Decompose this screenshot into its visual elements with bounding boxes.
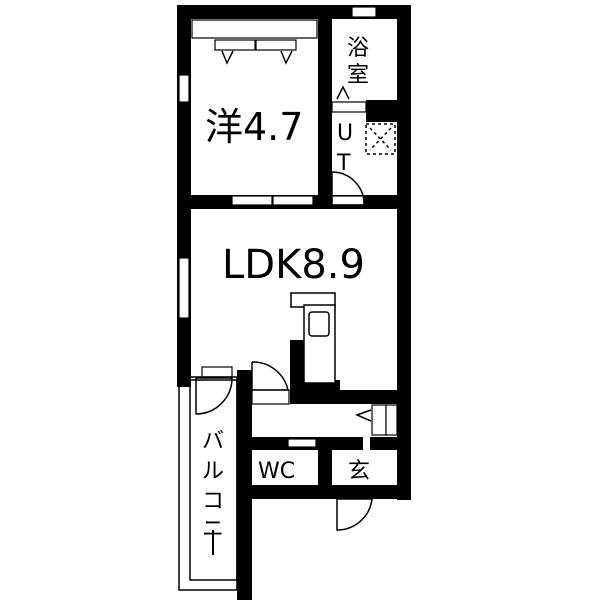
closet-door-markers bbox=[221, 50, 372, 422]
svg-text:ニ: ニ bbox=[202, 517, 224, 542]
room-label-balcony: バ ル コ ニ bbox=[202, 429, 224, 555]
balcony bbox=[178, 376, 238, 591]
svg-text:コ: コ bbox=[202, 489, 224, 514]
room-label-ldk: LDK8.9 bbox=[222, 242, 365, 288]
kitchen-counter bbox=[290, 292, 336, 384]
room-label-wc: WC bbox=[258, 459, 295, 484]
windows bbox=[178, 6, 398, 448]
room-label-entrance: 玄 bbox=[348, 459, 370, 484]
room-label-ut-2: T bbox=[336, 151, 351, 176]
room-label-bath-1: 浴 bbox=[347, 36, 369, 61]
door-swings bbox=[195, 171, 373, 531]
room-label-bath-2: 室 bbox=[347, 63, 369, 88]
svg-text:バ: バ bbox=[202, 429, 224, 454]
washer-space bbox=[365, 123, 396, 155]
room-label-western: 洋4.7 bbox=[205, 105, 303, 149]
room-label-ut-1: U bbox=[337, 121, 353, 146]
svg-text:ル: ル bbox=[202, 459, 224, 484]
